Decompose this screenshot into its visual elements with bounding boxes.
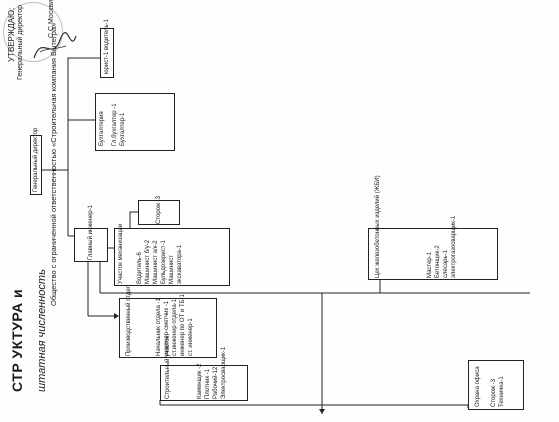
production-dept-box: Производственный отдел Начальник отдела … xyxy=(119,285,217,358)
chart-title: СТР УКТУРА и xyxy=(9,288,25,392)
company-name: Общество с ограниченной ответственностью… xyxy=(49,22,58,306)
accounting-box: Бухгалтерия Гл.бухгалтер -1 Бухгалтер-1 xyxy=(95,93,175,151)
construction-site-box: Строительный участок Каменщик -2 Плотник… xyxy=(160,336,248,401)
lawyer-box: юрист-1 водитель-1 xyxy=(100,19,114,78)
general-director-box: Генеральный директор xyxy=(30,128,42,195)
mechanization-box: Участок механизации Водитель-6 Машинист … xyxy=(114,224,230,286)
chief-engineer-box: Главный инженер-1 xyxy=(74,205,108,262)
chart-subtitle: штатная численность xyxy=(36,269,48,392)
approve-label: УТВЕРЖДАЮ: xyxy=(7,7,16,62)
construction-title: Строительный участок xyxy=(165,335,171,399)
security-box: Охрана офиса Сторож -3 Техничка-1 xyxy=(468,360,524,410)
accounting-item-2: Бухгалтер-1 xyxy=(120,112,126,146)
concrete-shop-box: Цех железобетонных изделий (ЖБИ) Мастер-… xyxy=(368,175,498,280)
company-seal xyxy=(3,2,63,62)
concrete-shop-title: Цех железобетонных изделий (ЖБИ) xyxy=(375,175,381,278)
director-title: Генеральный директор xyxy=(17,4,24,80)
mechanization-title: Участок механизации xyxy=(118,223,124,284)
security-title: Охрана офиса xyxy=(475,366,481,407)
accounting-item-1: Гл.бухгалтер -1 xyxy=(112,103,118,146)
production-title: Производственный отдел xyxy=(126,285,132,356)
accounting-divider xyxy=(96,94,97,95)
guard-box: Сторож -3 xyxy=(138,196,180,225)
director-signature xyxy=(33,32,77,59)
accounting-title: Бухгалтерия xyxy=(99,111,105,146)
